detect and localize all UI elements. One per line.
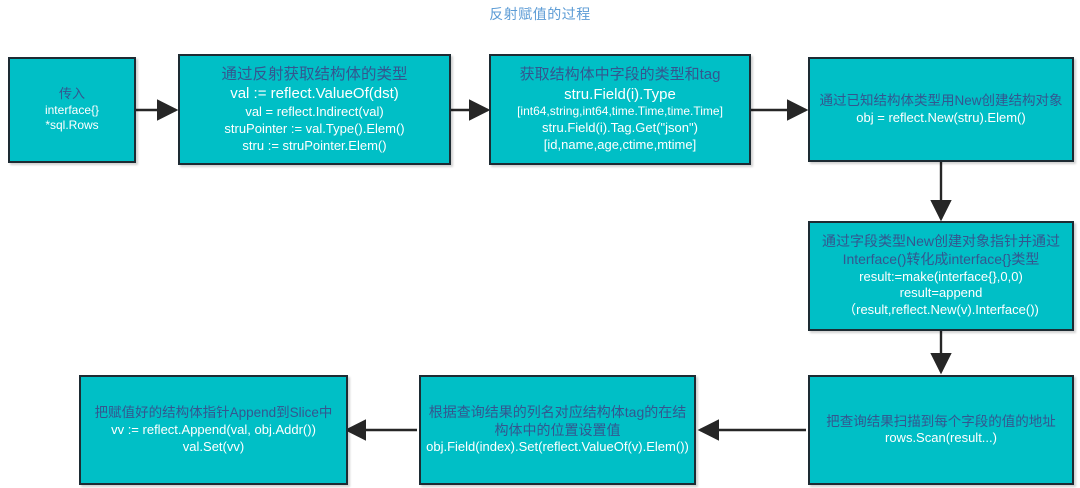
- node-rows-scan[interactable]: 把查询结果扫描到每个字段的值的地址 rows.Scan(result...): [808, 375, 1074, 485]
- node-new-struct-object[interactable]: 通过已知结构体类型用New创建结构对象 obj = reflect.New(st…: [808, 57, 1074, 162]
- node-new-field-pointers[interactable]: 通过字段类型New创建对象指针并通过Interface()转化成interfac…: [808, 221, 1074, 331]
- node-append-to-slice-line-1: vv := reflect.Append(val, obj.Addr()): [111, 421, 316, 437]
- node-new-field-pointers-line-2: result=append: [899, 285, 983, 301]
- node-new-field-pointers-line-3: （result,reflect.New(v).Interface()): [843, 302, 1039, 318]
- node-get-struct-type-line-1: val := reflect.ValueOf(dst): [230, 85, 399, 103]
- node-get-struct-type-line-2: val = reflect.Indirect(val): [245, 103, 384, 119]
- node-get-field-type-tag-line-4: [id,name,age,ctime,mtime]: [543, 136, 697, 152]
- node-get-field-type-tag-line-2: [int64,string,int64,time.Time,time.Time]: [517, 104, 723, 119]
- node-get-struct-type-line-4: stru := struPointer.Elem(): [242, 137, 387, 153]
- node-get-field-type-tag-line-1: stru.Field(i).Type: [564, 85, 676, 103]
- node-get-struct-type-heading: 通过反射获取结构体的类型: [221, 65, 408, 83]
- node-rows-scan-line-1: rows.Scan(result...): [885, 430, 997, 446]
- node-input-heading: 传入: [58, 86, 85, 102]
- page-title: 反射赋值的过程: [489, 6, 591, 22]
- node-rows-scan-heading: 把查询结果扫描到每个字段的值的地址: [826, 413, 1056, 429]
- node-input-line-1: interface{}: [44, 102, 100, 117]
- node-new-struct-object-heading: 通过已知结构体类型用New创建结构对象: [819, 93, 1063, 109]
- node-set-field-by-tag[interactable]: 根据查询结果的列名对应结构体tag的在结构体中的位置设置值 obj.Field(…: [419, 375, 696, 485]
- node-set-field-by-tag-line-1: obj.Field(index).Set(reflect.ValueOf(v).…: [426, 439, 689, 455]
- node-get-field-type-tag[interactable]: 获取结构体中字段的类型和tag stru.Field(i).Type [int6…: [489, 54, 751, 165]
- node-get-struct-type-line-3: struPointer := val.Type().Elem(): [224, 120, 405, 136]
- node-get-field-type-tag-heading: 获取结构体中字段的类型和tag: [519, 66, 721, 84]
- node-append-to-slice-line-2: val.Set(vv): [182, 438, 245, 454]
- node-get-struct-type[interactable]: 通过反射获取结构体的类型 val := reflect.ValueOf(dst)…: [178, 54, 451, 165]
- node-input[interactable]: 传入 interface{} *sql.Rows: [8, 57, 136, 163]
- node-input-line-2: *sql.Rows: [45, 118, 99, 133]
- node-new-field-pointers-line-1: result:=make(interface{},0,0): [859, 268, 1023, 284]
- node-set-field-by-tag-heading: 根据查询结果的列名对应结构体tag的在结构体中的位置设置值: [428, 403, 687, 438]
- node-append-to-slice-heading: 把赋值好的结构体指针Append到Slice中: [94, 405, 333, 421]
- node-get-field-type-tag-line-3: stru.Field(i).Tag.Get("json"): [542, 119, 698, 135]
- node-append-to-slice[interactable]: 把赋值好的结构体指针Append到Slice中 vv := reflect.Ap…: [79, 375, 348, 485]
- node-new-field-pointers-heading: 通过字段类型New创建对象指针并通过Interface()转化成interfac…: [821, 232, 1060, 267]
- node-new-struct-object-line-1: obj = reflect.New(stru).Elem(): [856, 109, 1026, 125]
